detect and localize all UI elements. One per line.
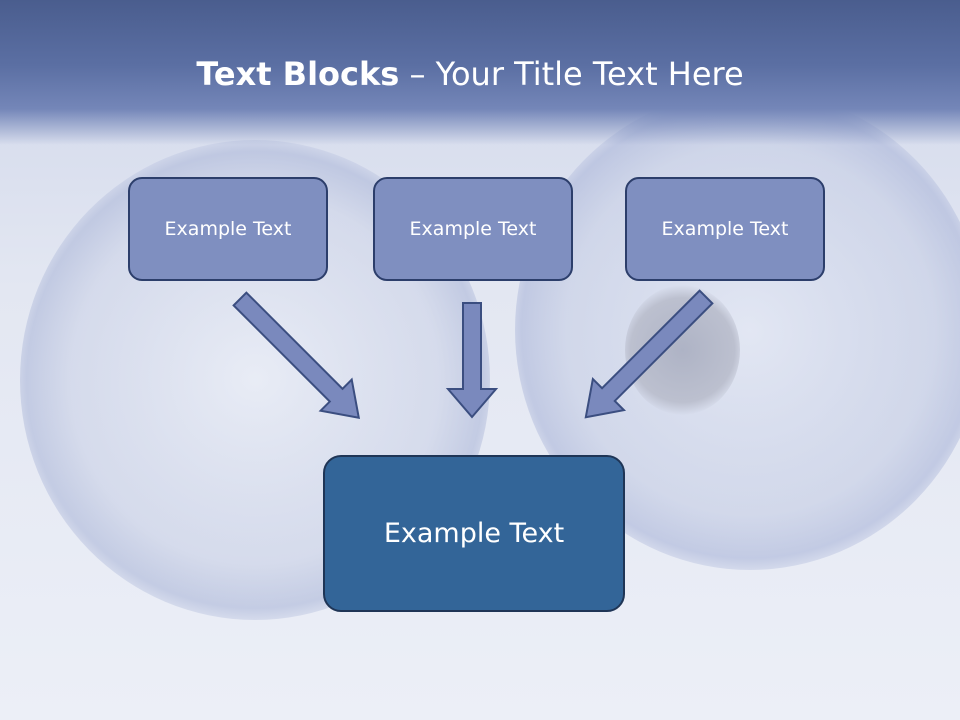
title-bold: Text Blocks [196, 55, 400, 93]
text-block-3[interactable]: Example Text [625, 177, 825, 281]
title-separator: – [399, 55, 436, 93]
text-block-1[interactable]: Example Text [128, 177, 328, 281]
text-block-main[interactable]: Example Text [323, 455, 625, 612]
text-block-2[interactable]: Example Text [373, 177, 573, 281]
title-regular: Your Title Text Here [435, 55, 744, 93]
header-band [0, 0, 960, 145]
arrow-down-icon [445, 302, 499, 419]
slide-title: Text Blocks – Your Title Text Here [0, 55, 940, 93]
arrow-down-right-icon [232, 291, 361, 420]
arrow-down-left-icon [584, 289, 714, 419]
